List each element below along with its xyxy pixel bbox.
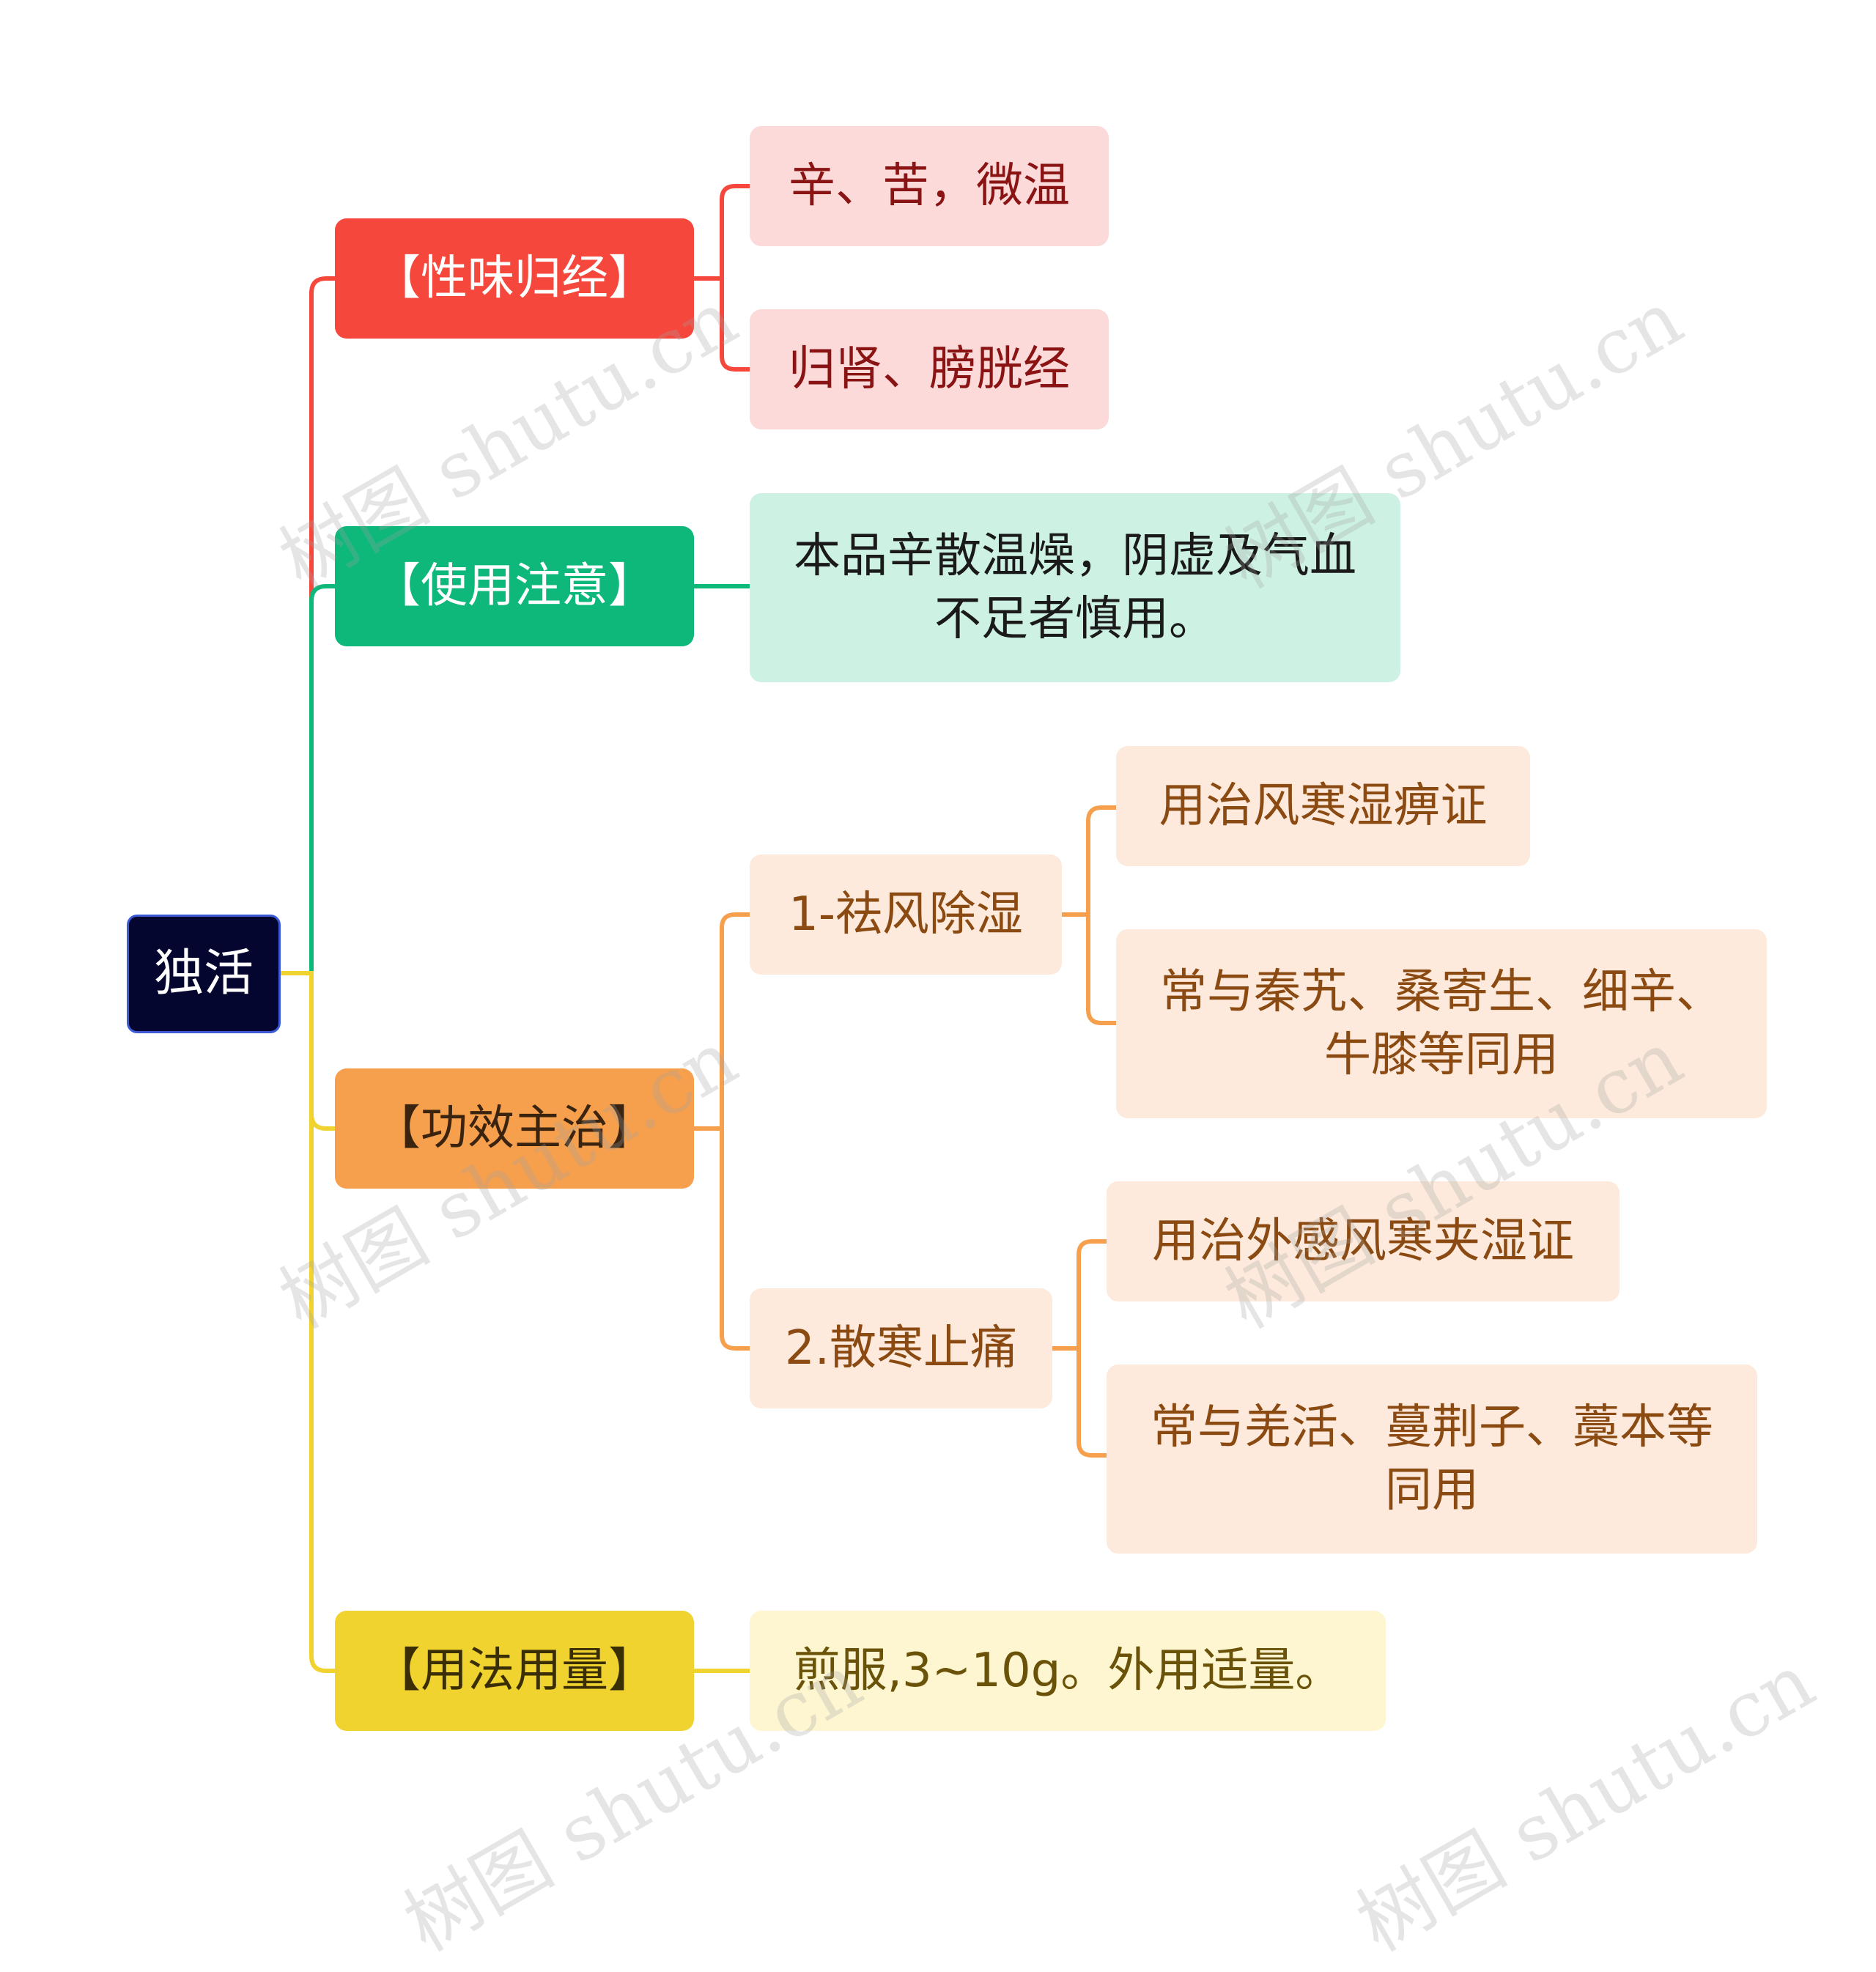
- branch-node-usage-dosage[interactable]: 【用法用量】: [335, 1611, 694, 1731]
- root-node[interactable]: 独活: [127, 915, 281, 1033]
- branch-node-caution[interactable]: 【使用注意】: [335, 526, 694, 646]
- branch-node-nature-meridian[interactable]: 【性味归经】: [335, 218, 694, 339]
- leaf-label: 用治外感风寒夹湿证: [1152, 1214, 1574, 1268]
- sub-node[interactable]: 2.散寒止痛: [750, 1288, 1052, 1408]
- leaf-node[interactable]: 归肾、膀胱经: [750, 309, 1109, 429]
- branch-label: 【使用注意】: [374, 558, 655, 613]
- sub-label: 1-祛风除湿: [789, 887, 1023, 942]
- root-label: 独活: [153, 945, 254, 1003]
- leaf-node[interactable]: 用治风寒湿痹证: [1116, 746, 1530, 866]
- leaf-node[interactable]: 本品辛散温燥，阴虚及气血不足者慎用。: [750, 493, 1400, 682]
- sub-label: 2.散寒止痛: [784, 1321, 1018, 1375]
- connector-root-cat3: [278, 971, 337, 1131]
- connector-root-cat1: [278, 276, 337, 975]
- leaf-node[interactable]: 辛、苦，微温: [750, 126, 1109, 246]
- leaf-node[interactable]: 常与羌活、蔓荆子、藁本等同用: [1107, 1364, 1757, 1554]
- branch-label: 【功效主治】: [374, 1101, 655, 1156]
- leaf-label: 辛、苦，微温: [789, 158, 1070, 213]
- leaf-label: 常与羌活、蔓荆子、藁本等同用: [1151, 1400, 1713, 1518]
- leaf-label: 归肾、膀胱经: [789, 341, 1070, 396]
- connector-sub1-leaves: [1060, 805, 1118, 1025]
- branch-label: 【性味归经】: [374, 251, 655, 306]
- connector-root-cat2: [309, 584, 337, 975]
- leaf-node[interactable]: 用治外感风寒夹湿证: [1107, 1181, 1620, 1301]
- connector-lines: [278, 184, 1118, 1673]
- leaf-node[interactable]: 常与秦艽、桑寄生、细辛、牛膝等同用: [1116, 929, 1767, 1118]
- connector-root-cat4: [309, 1112, 337, 1673]
- leaf-label: 本品辛散温燥，阴虚及气血不足者慎用。: [794, 528, 1356, 646]
- branch-label: 【用法用量】: [374, 1643, 655, 1698]
- leaf-label: 煎服,3~10g。外用适量。: [793, 1643, 1343, 1698]
- connector-cat1-leaves: [692, 184, 752, 372]
- leaf-label: 常与秦艽、桑寄生、细辛、牛膝等同用: [1160, 964, 1723, 1082]
- connector-sub2-leaves: [1050, 1239, 1109, 1458]
- leaf-node[interactable]: 煎服,3~10g。外用适量。: [750, 1611, 1386, 1731]
- branch-node-efficacy[interactable]: 【功效主治】: [335, 1068, 694, 1189]
- sub-node[interactable]: 1-祛风除湿: [750, 854, 1062, 975]
- connector-cat3-subs: [692, 912, 752, 1351]
- leaf-label: 用治风寒湿痹证: [1159, 778, 1488, 833]
